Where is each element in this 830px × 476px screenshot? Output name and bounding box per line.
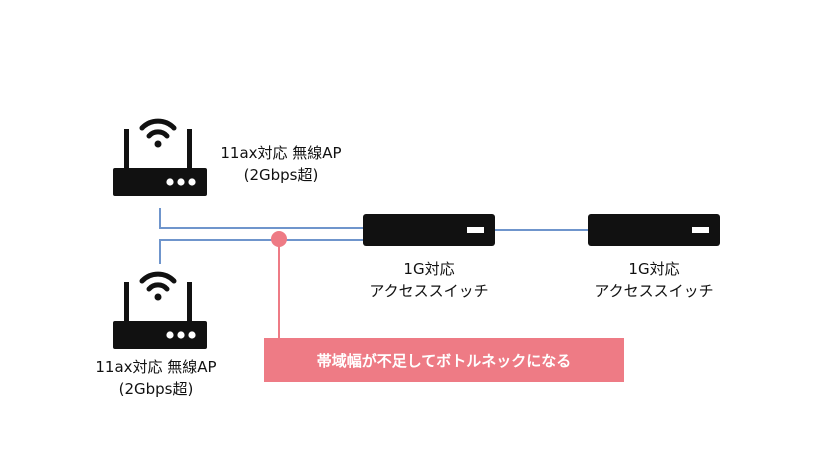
link-ap1-switch1: [159, 208, 366, 229]
switch-name: アクセススイッチ: [594, 282, 714, 300]
network-switch-icon: [363, 214, 495, 246]
network-switch-icon: [588, 214, 720, 246]
wifi-signal-icon: [139, 271, 177, 301]
access-point-speed: (2Gbps超): [118, 380, 194, 398]
access-point-name: 11ax対応 無線AP: [95, 358, 217, 376]
switch-name: アクセススイッチ: [369, 282, 489, 300]
access-point-name: 11ax対応 無線AP: [220, 144, 342, 162]
wifi-router-icon: [113, 271, 207, 349]
link-ap2-switch1: [159, 239, 366, 264]
network-links: [159, 208, 590, 264]
access-point-speed: (2Gbps超): [243, 166, 319, 184]
wifi-signal-icon: [139, 118, 177, 148]
switch-speed: 1G対応: [403, 260, 455, 278]
wifi-router-icon: [113, 118, 207, 196]
switch-speed: 1G対応: [628, 260, 680, 278]
access-point-label: 11ax対応 無線AP (2Gbps超): [71, 356, 241, 400]
callout-box: [264, 338, 624, 382]
bottleneck-marker: [264, 231, 624, 382]
bottleneck-callout-text: 帯域幅が不足してボトルネックになる: [316, 351, 572, 370]
switch-label: 1G対応 アクセススイッチ: [339, 258, 519, 302]
switch-label: 1G対応 アクセススイッチ: [564, 258, 744, 302]
access-point-label: 11ax対応 無線AP (2Gbps超): [196, 142, 366, 186]
